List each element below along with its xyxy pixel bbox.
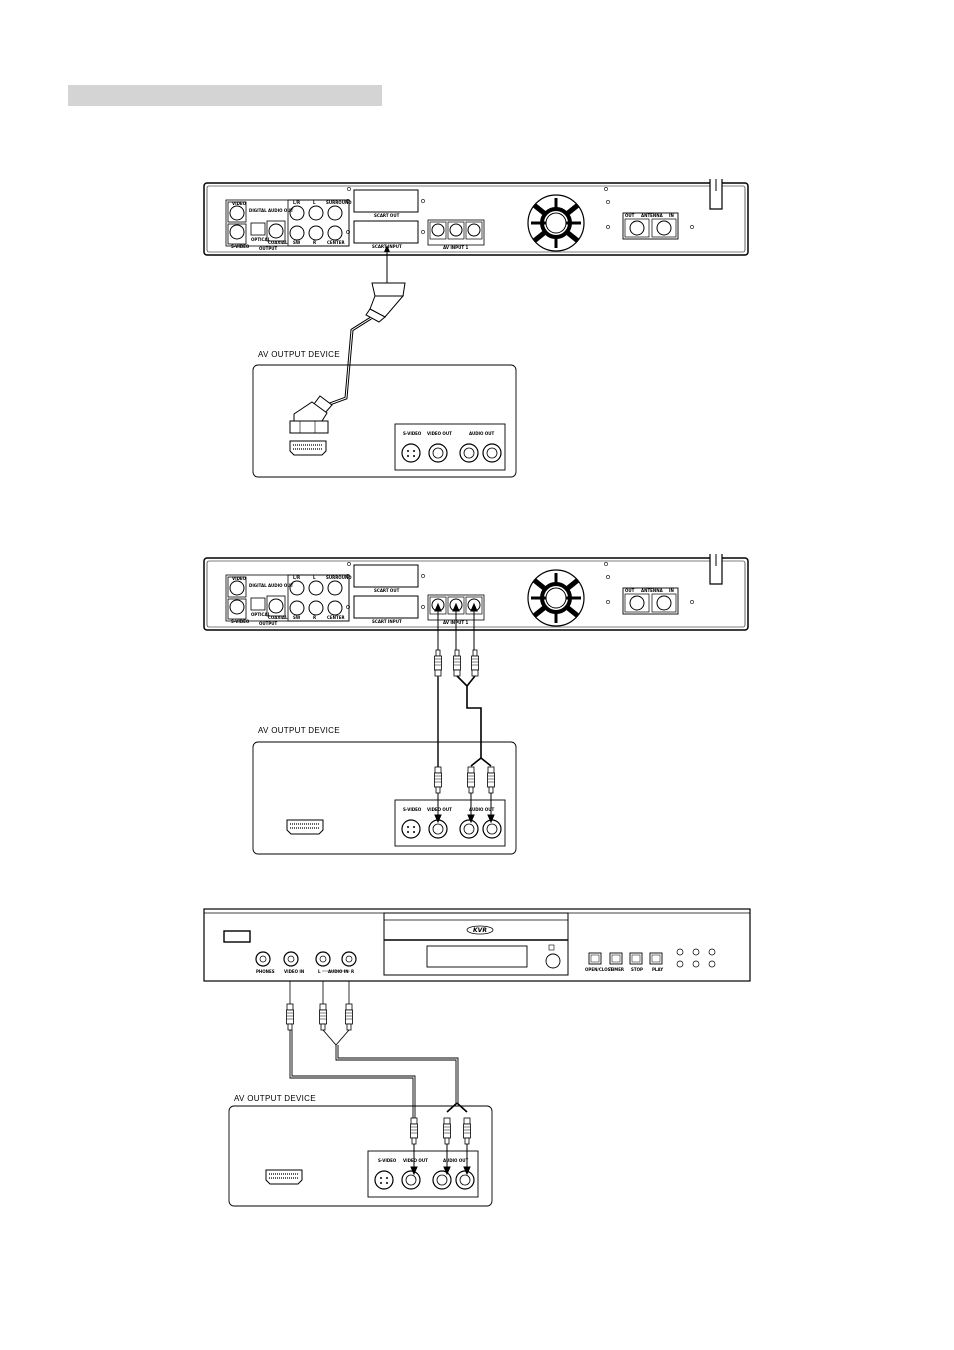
play-button[interactable] bbox=[649, 952, 663, 965]
label-coaxial: COAXIAL bbox=[268, 240, 288, 245]
audio-r-jack bbox=[341, 951, 357, 967]
label-device-s-video: S-VIDEO bbox=[378, 1158, 397, 1163]
label-output: OUTPUT bbox=[259, 621, 278, 626]
scart-plug-upper bbox=[365, 282, 406, 323]
label-video: VIDEO bbox=[232, 201, 247, 206]
label-digital-audio-out: DIGITAL AUDIO OUT bbox=[249, 208, 294, 213]
label-center: CENTER bbox=[327, 240, 345, 245]
device-title: AV OUTPUT DEVICE bbox=[258, 726, 340, 735]
label-ant-out: OUT bbox=[625, 213, 635, 218]
label-sw: SW bbox=[293, 615, 301, 620]
label-r: R bbox=[313, 615, 316, 620]
label-device-video-out: VIDEO OUT bbox=[403, 1158, 428, 1163]
device-title: AV OUTPUT DEVICE bbox=[234, 1094, 316, 1103]
label-scart-out: SCART OUT bbox=[374, 213, 400, 218]
recorder-front-panel: KVR PHONES VIDEO IN L AUDIO IN R bbox=[203, 908, 751, 982]
recorder-rear-panel-2: VIDEO S-VIDEO DIGITAL AUDIO OUT OPTICAL … bbox=[204, 554, 748, 630]
label-audio-r: R bbox=[351, 969, 354, 974]
audio-l-jack bbox=[315, 951, 331, 967]
label-device-audio-out: AUDIO OUT bbox=[443, 1158, 468, 1163]
label-open-close: OPEN/CLOSE bbox=[585, 967, 613, 972]
stop-button[interactable] bbox=[629, 952, 643, 965]
label-device-s-video: S-VIDEO bbox=[403, 807, 422, 812]
label-s-video: S-VIDEO bbox=[231, 619, 250, 624]
video-in-jack bbox=[283, 951, 299, 967]
label-coaxial: COAXIAL bbox=[268, 615, 288, 620]
av-output-device-3: AV OUTPUT DEVICE S-VIDEO VIDEO OUT AUDIO… bbox=[228, 1094, 493, 1207]
label-lr: L/R bbox=[293, 200, 300, 205]
front-cables bbox=[289, 1029, 468, 1118]
label-surround: SURROUND bbox=[326, 200, 352, 205]
label-device-video-out: VIDEO OUT bbox=[427, 807, 452, 812]
label-audio-in: AUDIO IN bbox=[328, 969, 349, 974]
label-timer: TIMER bbox=[610, 967, 624, 972]
diagram-rear-av: VIDEO S-VIDEO DIGITAL AUDIO OUT OPTICAL … bbox=[204, 554, 748, 855]
label-device-audio-out: AUDIO OUT bbox=[469, 431, 494, 436]
display-window bbox=[223, 930, 251, 943]
recorder-rear-panel: VIDEO S-VIDEO DIGITAL AUDIO OUT OPTICAL … bbox=[204, 179, 748, 255]
front-buttons: OPEN/CLOSE TIMER STOP PLAY bbox=[585, 948, 716, 972]
label-device-video-out: VIDEO OUT bbox=[427, 431, 452, 436]
label-r: R bbox=[313, 240, 316, 245]
rca-cables bbox=[437, 675, 492, 767]
av-output-device-2: AV OUTPUT DEVICE S-VIDEO VIDEO OUT AUDIO… bbox=[252, 726, 517, 855]
diagram-front-av: KVR PHONES VIDEO IN L AUDIO IN R bbox=[203, 908, 751, 1207]
label-ant-in: IN bbox=[669, 588, 674, 593]
label-antenna: ANTENNA bbox=[641, 213, 664, 218]
open-close-button[interactable] bbox=[588, 952, 602, 965]
phones-jack bbox=[255, 951, 271, 967]
logo-text: KVR bbox=[473, 927, 487, 934]
label-ant-in: IN bbox=[669, 213, 674, 218]
ir-sensor bbox=[545, 953, 561, 969]
device-title: AV OUTPUT DEVICE bbox=[258, 350, 340, 359]
av-input-arrows bbox=[434, 602, 478, 650]
label-video-in: VIDEO IN bbox=[284, 969, 304, 974]
label-digital-audio-out: DIGITAL AUDIO OUT bbox=[249, 583, 294, 588]
label-optical: OPTICAL bbox=[251, 237, 271, 242]
label-audio-l: L bbox=[318, 969, 321, 974]
label-av-input1: AV INPUT 1 bbox=[443, 245, 468, 250]
front-display bbox=[426, 945, 528, 968]
label-output: OUTPUT bbox=[259, 246, 278, 251]
label-scart-out: SCART OUT bbox=[374, 588, 400, 593]
diagram-scart: VIDEO S-VIDEO DIGITAL AUDIO OUT OPTICAL … bbox=[204, 179, 748, 478]
rca-plugs-upper bbox=[434, 649, 479, 677]
device-jack-panel: S-VIDEO VIDEO OUT AUDIO OUT bbox=[394, 423, 506, 471]
timer-button[interactable] bbox=[609, 952, 623, 965]
label-play: PLAY bbox=[652, 967, 663, 972]
label-phones: PHONES bbox=[256, 969, 275, 974]
label-device-audio-out: AUDIO OUT bbox=[469, 807, 494, 812]
label-video: VIDEO bbox=[232, 576, 247, 581]
label-scart-input: SCART INPUT bbox=[372, 619, 402, 624]
label-optical: OPTICAL bbox=[251, 612, 271, 617]
label-l: L bbox=[313, 575, 316, 580]
label-s-video: S-VIDEO bbox=[231, 244, 250, 249]
av-output-device-1: AV OUTPUT DEVICE S-VIDEO VIDEO OUT AUDIO… bbox=[252, 350, 517, 478]
label-l: L bbox=[313, 200, 316, 205]
label-lr: L/R bbox=[293, 575, 300, 580]
label-center: CENTER bbox=[327, 615, 345, 620]
label-device-s-video: S-VIDEO bbox=[403, 431, 422, 436]
front-plug-leads bbox=[289, 981, 350, 1004]
logo-badge bbox=[466, 925, 494, 935]
label-ant-out: OUT bbox=[625, 588, 635, 593]
device-jack-panel: S-VIDEO VIDEO OUT AUDIO OUT bbox=[367, 1150, 479, 1198]
label-antenna: ANTENNA bbox=[641, 588, 664, 593]
label-sw: SW bbox=[293, 240, 301, 245]
label-surround: SURROUND bbox=[326, 575, 352, 580]
label-stop: STOP bbox=[631, 967, 643, 972]
section-header-bar bbox=[68, 85, 382, 106]
device-jack-panel: S-VIDEO VIDEO OUT AUDIO OUT bbox=[394, 799, 506, 847]
